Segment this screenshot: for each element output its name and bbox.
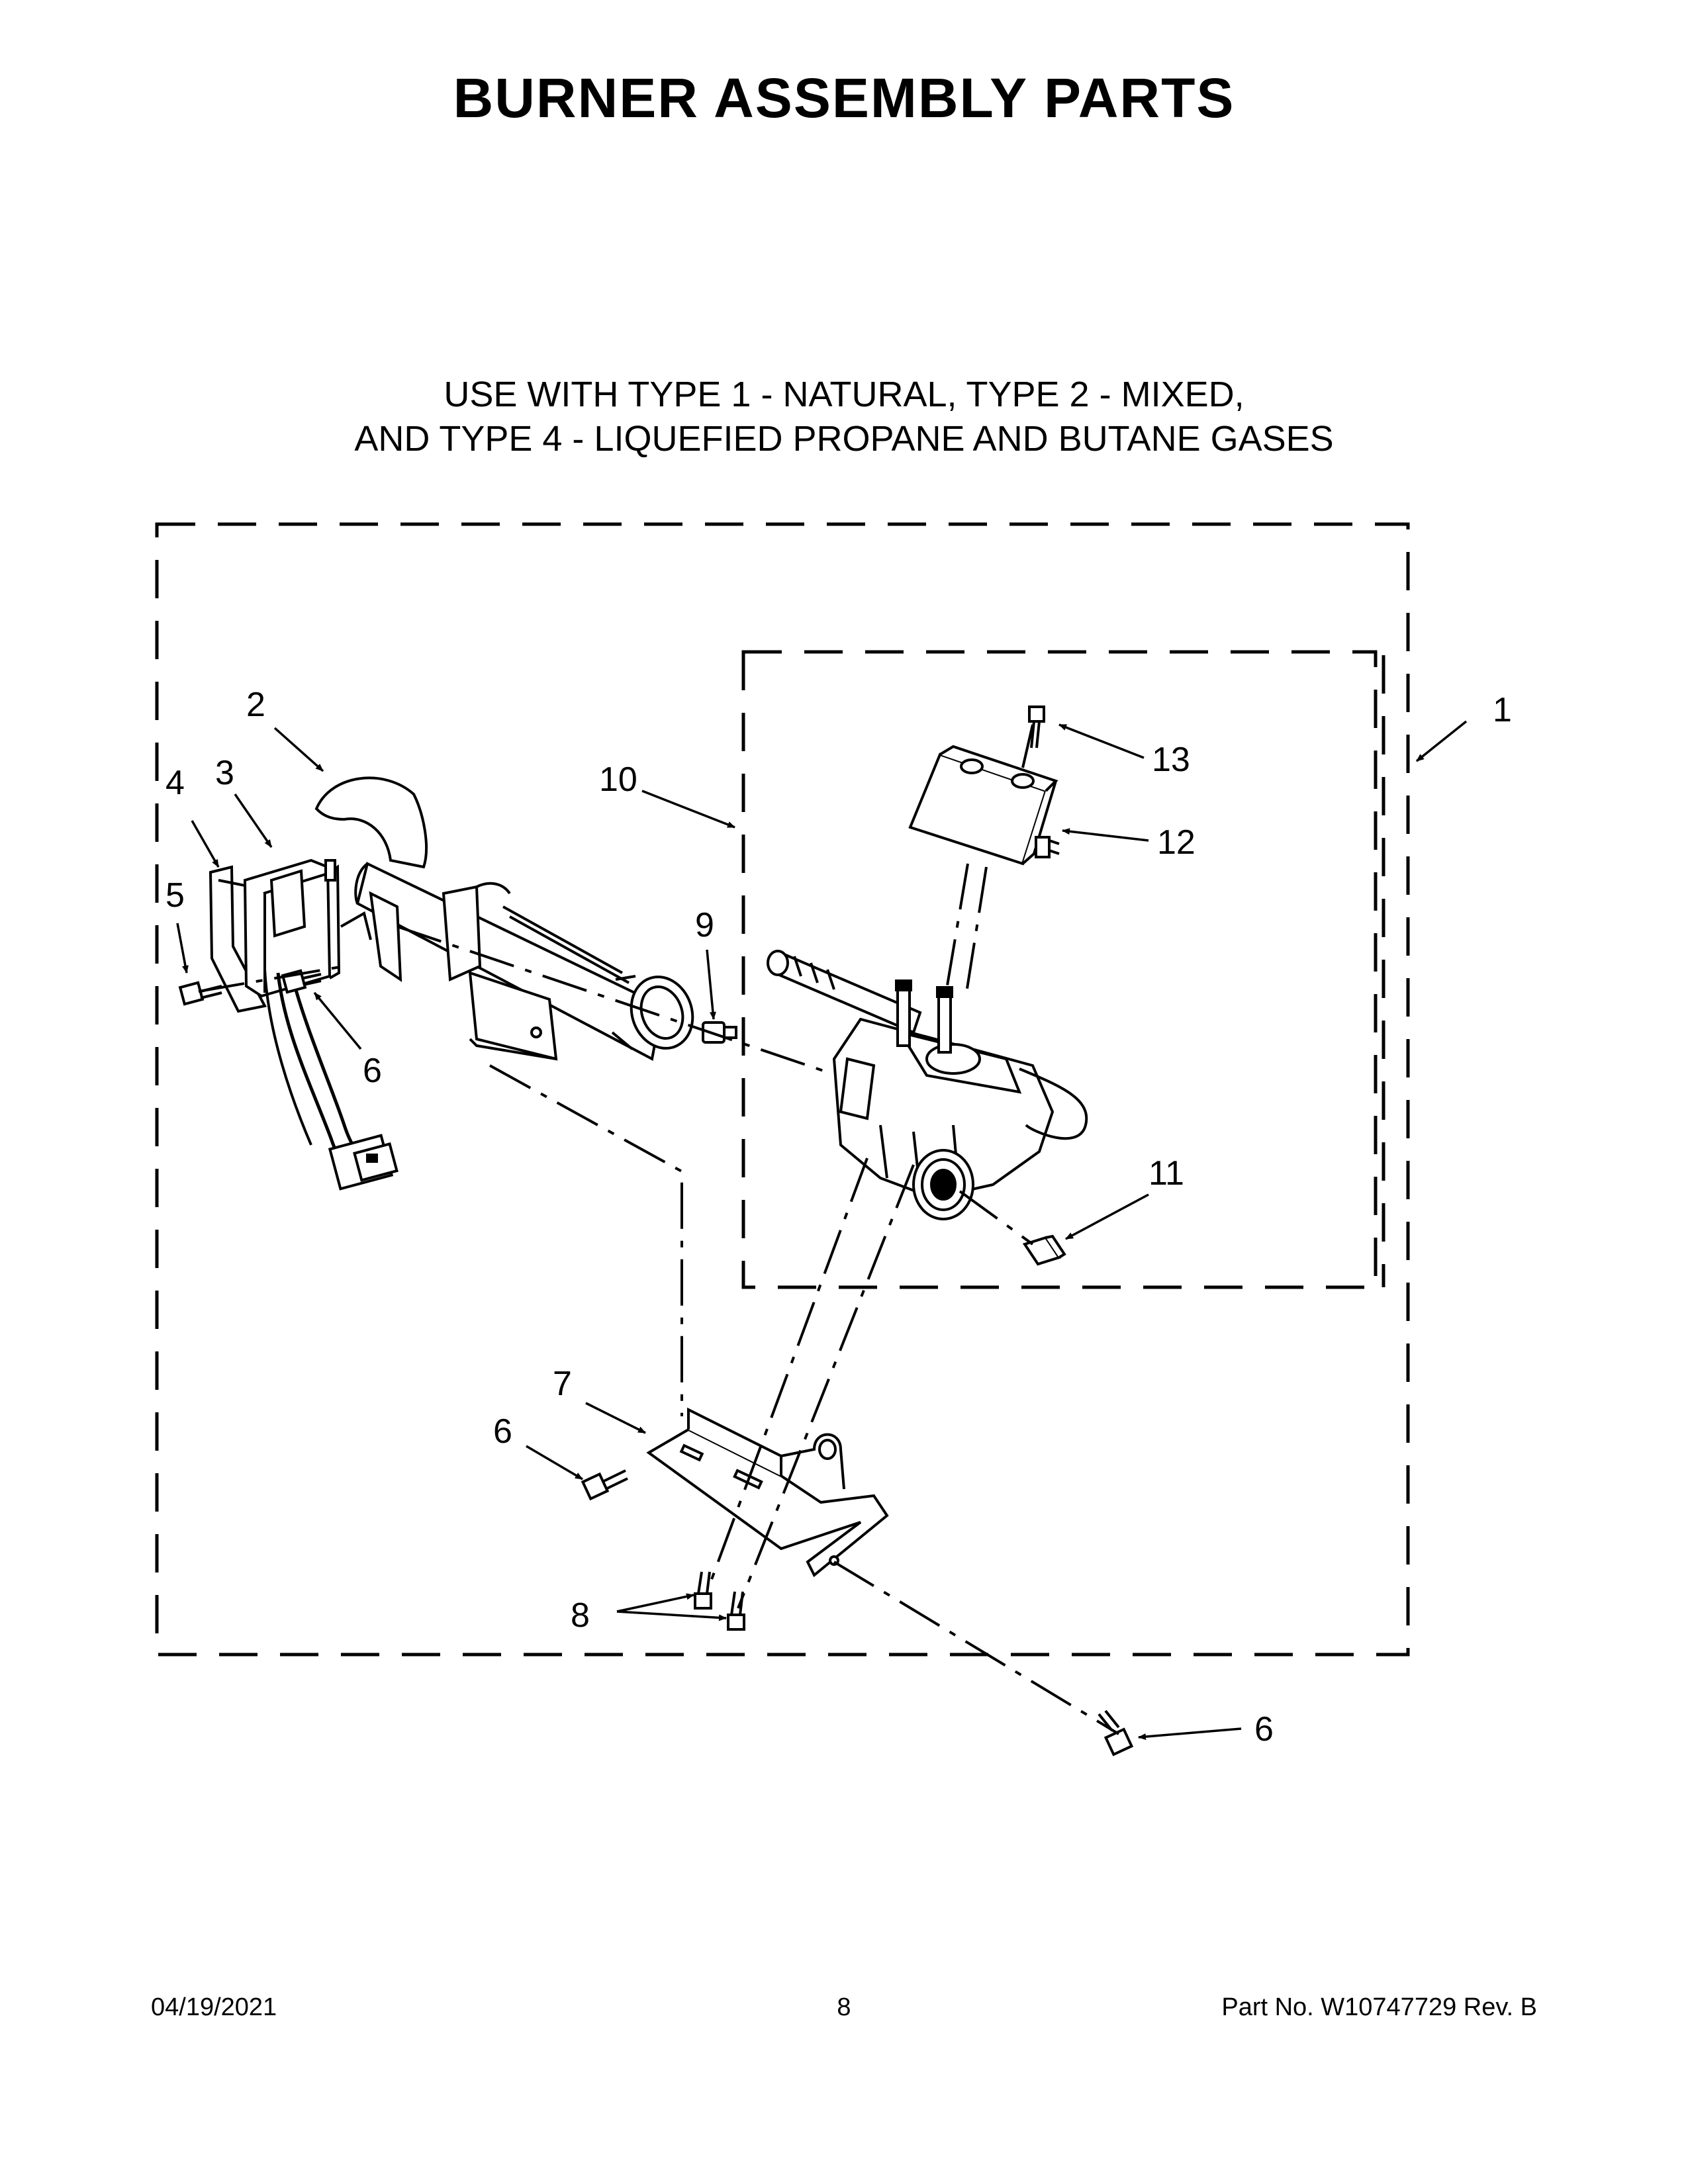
callout-7: 7 xyxy=(553,1365,572,1403)
gas-valve-part xyxy=(767,950,1088,1220)
burner-tube-part xyxy=(314,776,694,1062)
burner-bracket-part xyxy=(646,1407,889,1578)
callout-12: 12 xyxy=(1157,823,1196,862)
callout-8: 8 xyxy=(571,1596,590,1635)
outer-assembly-boundary xyxy=(155,522,1410,1657)
callout-4: 4 xyxy=(165,764,185,802)
screw-item-5 xyxy=(178,981,222,1006)
callout-10: 10 xyxy=(599,760,637,799)
callout-2: 2 xyxy=(246,686,265,724)
callout-6-middle: 6 xyxy=(493,1412,512,1451)
page-title: BURNER ASSEMBLY PARTS xyxy=(453,67,1235,129)
callout-5: 5 xyxy=(165,876,185,915)
footer-date: 04/19/2021 xyxy=(151,1993,277,2021)
screws-item-8 xyxy=(694,1571,745,1631)
subtitle-line-1: USE WITH TYPE 1 - NATURAL, TYPE 2 - MIXE… xyxy=(444,375,1244,414)
callout-6-left: 6 xyxy=(363,1052,382,1090)
valve-assembly-boundary xyxy=(741,650,1378,1289)
valve-coil-part xyxy=(908,745,1060,866)
ignitor-wire-harness xyxy=(263,969,368,1170)
callout-1: 1 xyxy=(1493,691,1512,729)
callout-13: 13 xyxy=(1152,741,1190,779)
assembly-alignment-lines xyxy=(198,724,1120,1735)
wire-connector xyxy=(328,1134,399,1191)
footer-part-number: Part No. W10747729 Rev. B xyxy=(1221,1993,1537,2021)
callout-11: 11 xyxy=(1149,1154,1184,1193)
screw-item-6-middle xyxy=(581,1469,628,1501)
callout-9: 9 xyxy=(695,906,714,944)
callout-3: 3 xyxy=(215,754,234,792)
callout-6-bottom: 6 xyxy=(1254,1710,1274,1749)
footer-page-number: 8 xyxy=(837,1993,851,2021)
subtitle-line-2: AND TYPE 4 - LIQUEFIED PROPANE AND BUTAN… xyxy=(354,419,1334,459)
ignitor-part xyxy=(243,858,372,998)
sensor-plug-part xyxy=(1022,1234,1066,1266)
callout-leaders xyxy=(176,720,1468,1741)
